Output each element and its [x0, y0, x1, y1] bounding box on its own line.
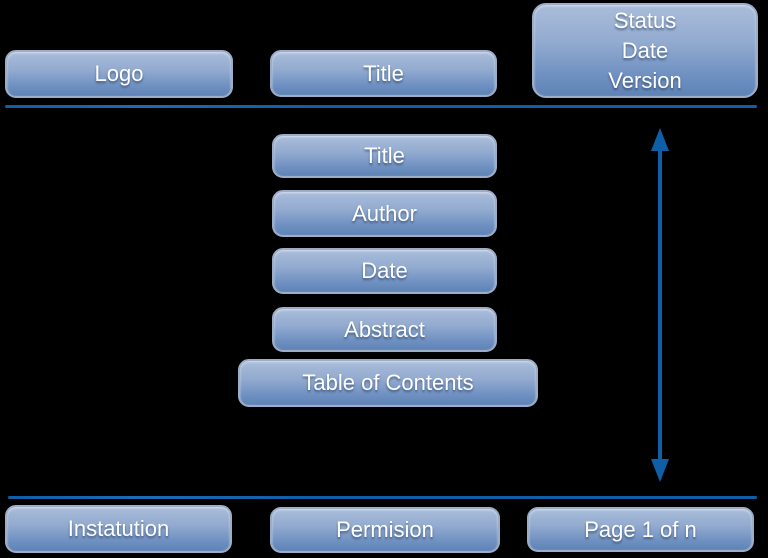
node-permission: Permision	[270, 507, 500, 553]
node-header-title: Title	[270, 50, 497, 97]
node-date: Date	[272, 248, 497, 294]
node-author: Author	[272, 190, 497, 237]
node-logo: Logo	[5, 50, 233, 98]
header-separator-line	[5, 105, 757, 108]
date-line: Date	[621, 37, 669, 63]
node-abstract: Abstract	[272, 307, 497, 352]
node-title: Title	[272, 134, 497, 178]
node-page-number: Page 1 of n	[527, 507, 754, 552]
version-line: Version	[608, 67, 682, 93]
status-line: Status	[613, 7, 677, 33]
node-status-date-version: Status Date Version	[532, 3, 758, 98]
node-table-of-contents: Table of Contents	[238, 359, 538, 407]
footer-separator-line	[8, 496, 757, 499]
node-institution: Instatution	[5, 505, 232, 553]
double-headed-vertical-arrow-icon	[642, 127, 678, 483]
